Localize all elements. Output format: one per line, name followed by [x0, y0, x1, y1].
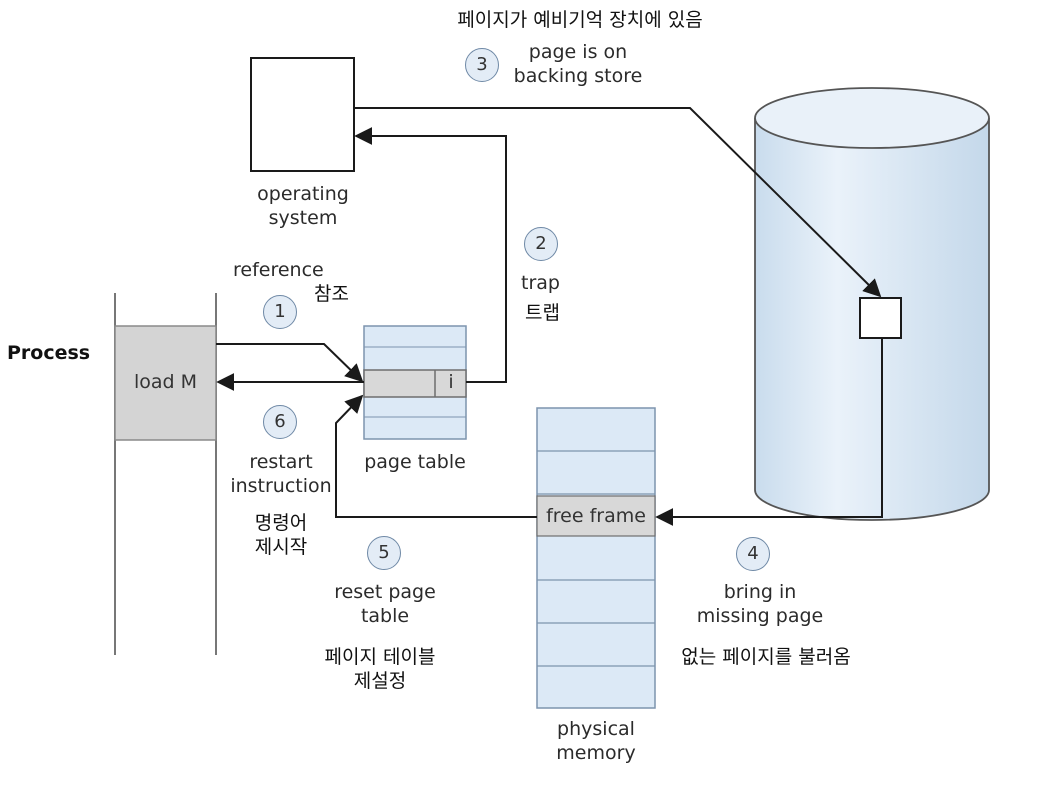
load-m-box	[114, 325, 217, 441]
step-6-korean: 명령어 제시작	[254, 512, 308, 558]
step-4-text: bring in missing page	[696, 581, 824, 627]
physical-memory-label: physical memory	[556, 718, 636, 764]
step-1-korean: 참조	[314, 283, 349, 305]
page-table-entry-invalid	[363, 369, 467, 398]
physical-memory	[536, 407, 656, 709]
missing-page-box	[859, 297, 902, 339]
step-2-korean: 트랩	[525, 302, 560, 324]
arrow-reference	[216, 343, 364, 383]
step-5-circle: 5	[367, 536, 401, 570]
operating-system-box	[250, 57, 355, 172]
step-1-circle: 1	[263, 295, 297, 329]
step-3-text: page is on backing store	[513, 41, 643, 87]
page-table-label: page table	[364, 451, 466, 473]
flow-arrows	[216, 107, 883, 526]
step-2-text: trap	[521, 272, 560, 294]
step-6-text: restart instruction	[230, 451, 332, 497]
load-m-label: load M	[133, 371, 198, 393]
step-4-circle: 4	[736, 537, 770, 571]
process-label: Process	[7, 342, 91, 364]
step-4-korean: 없는 페이지를 불러옴	[681, 646, 851, 668]
process-column	[114, 293, 217, 655]
operating-system-label: operating system	[257, 183, 349, 229]
step-3-circle: 3	[465, 48, 499, 82]
step-6-circle: 6	[263, 405, 297, 439]
backing-store-cylinder	[754, 87, 990, 521]
step-1-text: reference	[233, 259, 324, 281]
step-2-circle: 2	[524, 227, 558, 261]
step-3-korean: 페이지가 예비기억 장치에 있음	[457, 9, 703, 31]
arrow-reset	[335, 394, 537, 518]
arrow-trap	[354, 127, 507, 383]
arrow-bring-in	[655, 338, 883, 526]
free-frame-label: free frame	[546, 505, 646, 527]
step-5-korean: 페이지 테이블 제설정	[324, 646, 436, 692]
step-5-text: reset page table	[334, 581, 436, 627]
page-table-bit-label: i	[448, 371, 454, 393]
page-table	[363, 325, 467, 440]
arrow-backing-store	[354, 107, 882, 298]
